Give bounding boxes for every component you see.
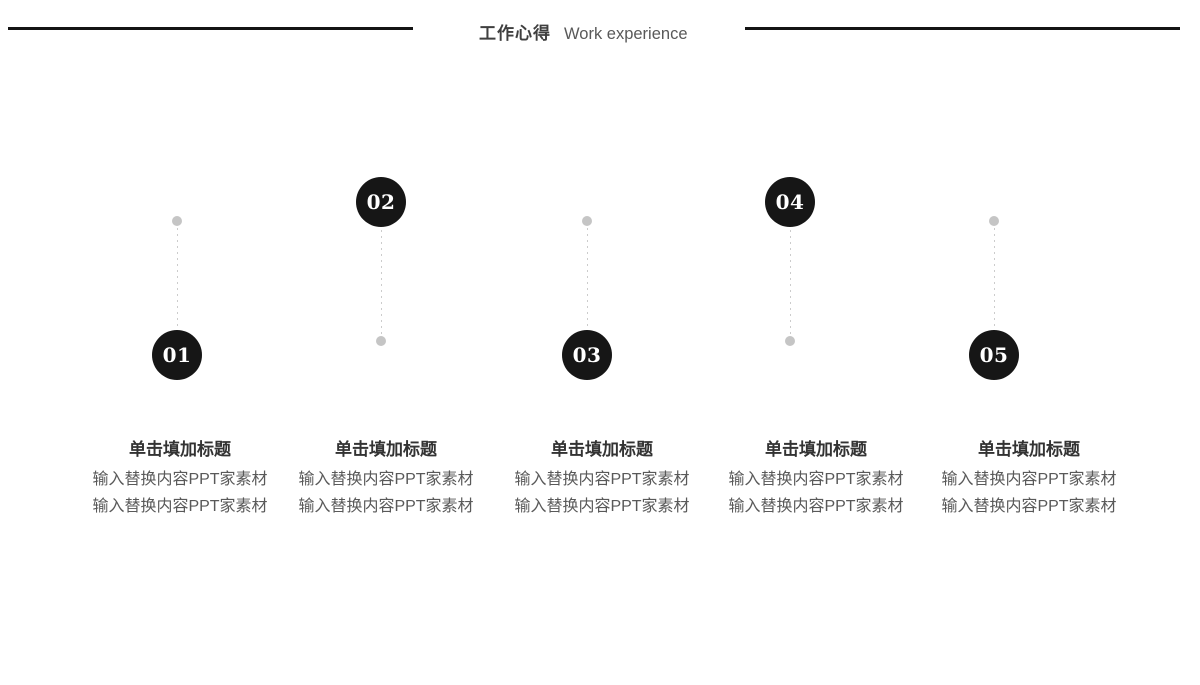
timeline-connector — [993, 228, 995, 328]
caption-block-05: 单击填加标题 输入替换内容PPT家素材 输入替换内容PPT家素材 — [919, 440, 1139, 520]
timeline-dot — [989, 216, 999, 226]
step-number-badge: 05 — [969, 330, 1019, 380]
header-divider-right — [745, 27, 1180, 30]
page-title: 工作心得 Work experience — [479, 19, 688, 44]
caption-title: 单击填加标题 — [978, 440, 1080, 459]
caption-line: 输入替换内容PPT家素材 — [298, 471, 474, 488]
page-title-en: Work experience — [564, 25, 688, 43]
caption-line: 输入替换内容PPT家素材 — [728, 498, 904, 515]
timeline-connector — [586, 228, 588, 328]
caption-title: 单击填加标题 — [335, 440, 437, 459]
step-number-badge: 01 — [152, 330, 202, 380]
caption-block-02: 单击填加标题 输入替换内容PPT家素材 输入替换内容PPT家素材 — [276, 440, 496, 520]
caption-line: 输入替换内容PPT家素材 — [941, 471, 1117, 488]
header-divider-left — [8, 27, 413, 30]
timeline-connector — [176, 228, 178, 328]
timeline-dot — [172, 216, 182, 226]
caption-line: 输入替换内容PPT家素材 — [728, 471, 904, 488]
step-number-badge: 03 — [562, 330, 612, 380]
page-title-zh: 工作心得 — [479, 24, 551, 43]
caption-block-04: 单击填加标题 输入替换内容PPT家素材 输入替换内容PPT家素材 — [706, 440, 926, 520]
caption-block-03: 单击填加标题 输入替换内容PPT家素材 输入替换内容PPT家素材 — [492, 440, 712, 520]
caption-line: 输入替换内容PPT家素材 — [514, 471, 690, 488]
caption-line: 输入替换内容PPT家素材 — [514, 498, 690, 515]
caption-line: 输入替换内容PPT家素材 — [92, 498, 268, 515]
timeline-dot — [582, 216, 592, 226]
caption-line: 输入替换内容PPT家素材 — [92, 471, 268, 488]
timeline-dot — [376, 336, 386, 346]
caption-block-01: 单击填加标题 输入替换内容PPT家素材 输入替换内容PPT家素材 — [70, 440, 290, 520]
timeline-connector — [789, 230, 791, 334]
caption-line: 输入替换内容PPT家素材 — [298, 498, 474, 515]
timeline-dot — [785, 336, 795, 346]
caption-title: 单击填加标题 — [765, 440, 867, 459]
step-number-badge: 04 — [765, 177, 815, 227]
caption-title: 单击填加标题 — [551, 440, 653, 459]
caption-line: 输入替换内容PPT家素材 — [941, 498, 1117, 515]
caption-title: 单击填加标题 — [129, 440, 231, 459]
step-number-badge: 02 — [356, 177, 406, 227]
timeline-connector — [380, 230, 382, 334]
